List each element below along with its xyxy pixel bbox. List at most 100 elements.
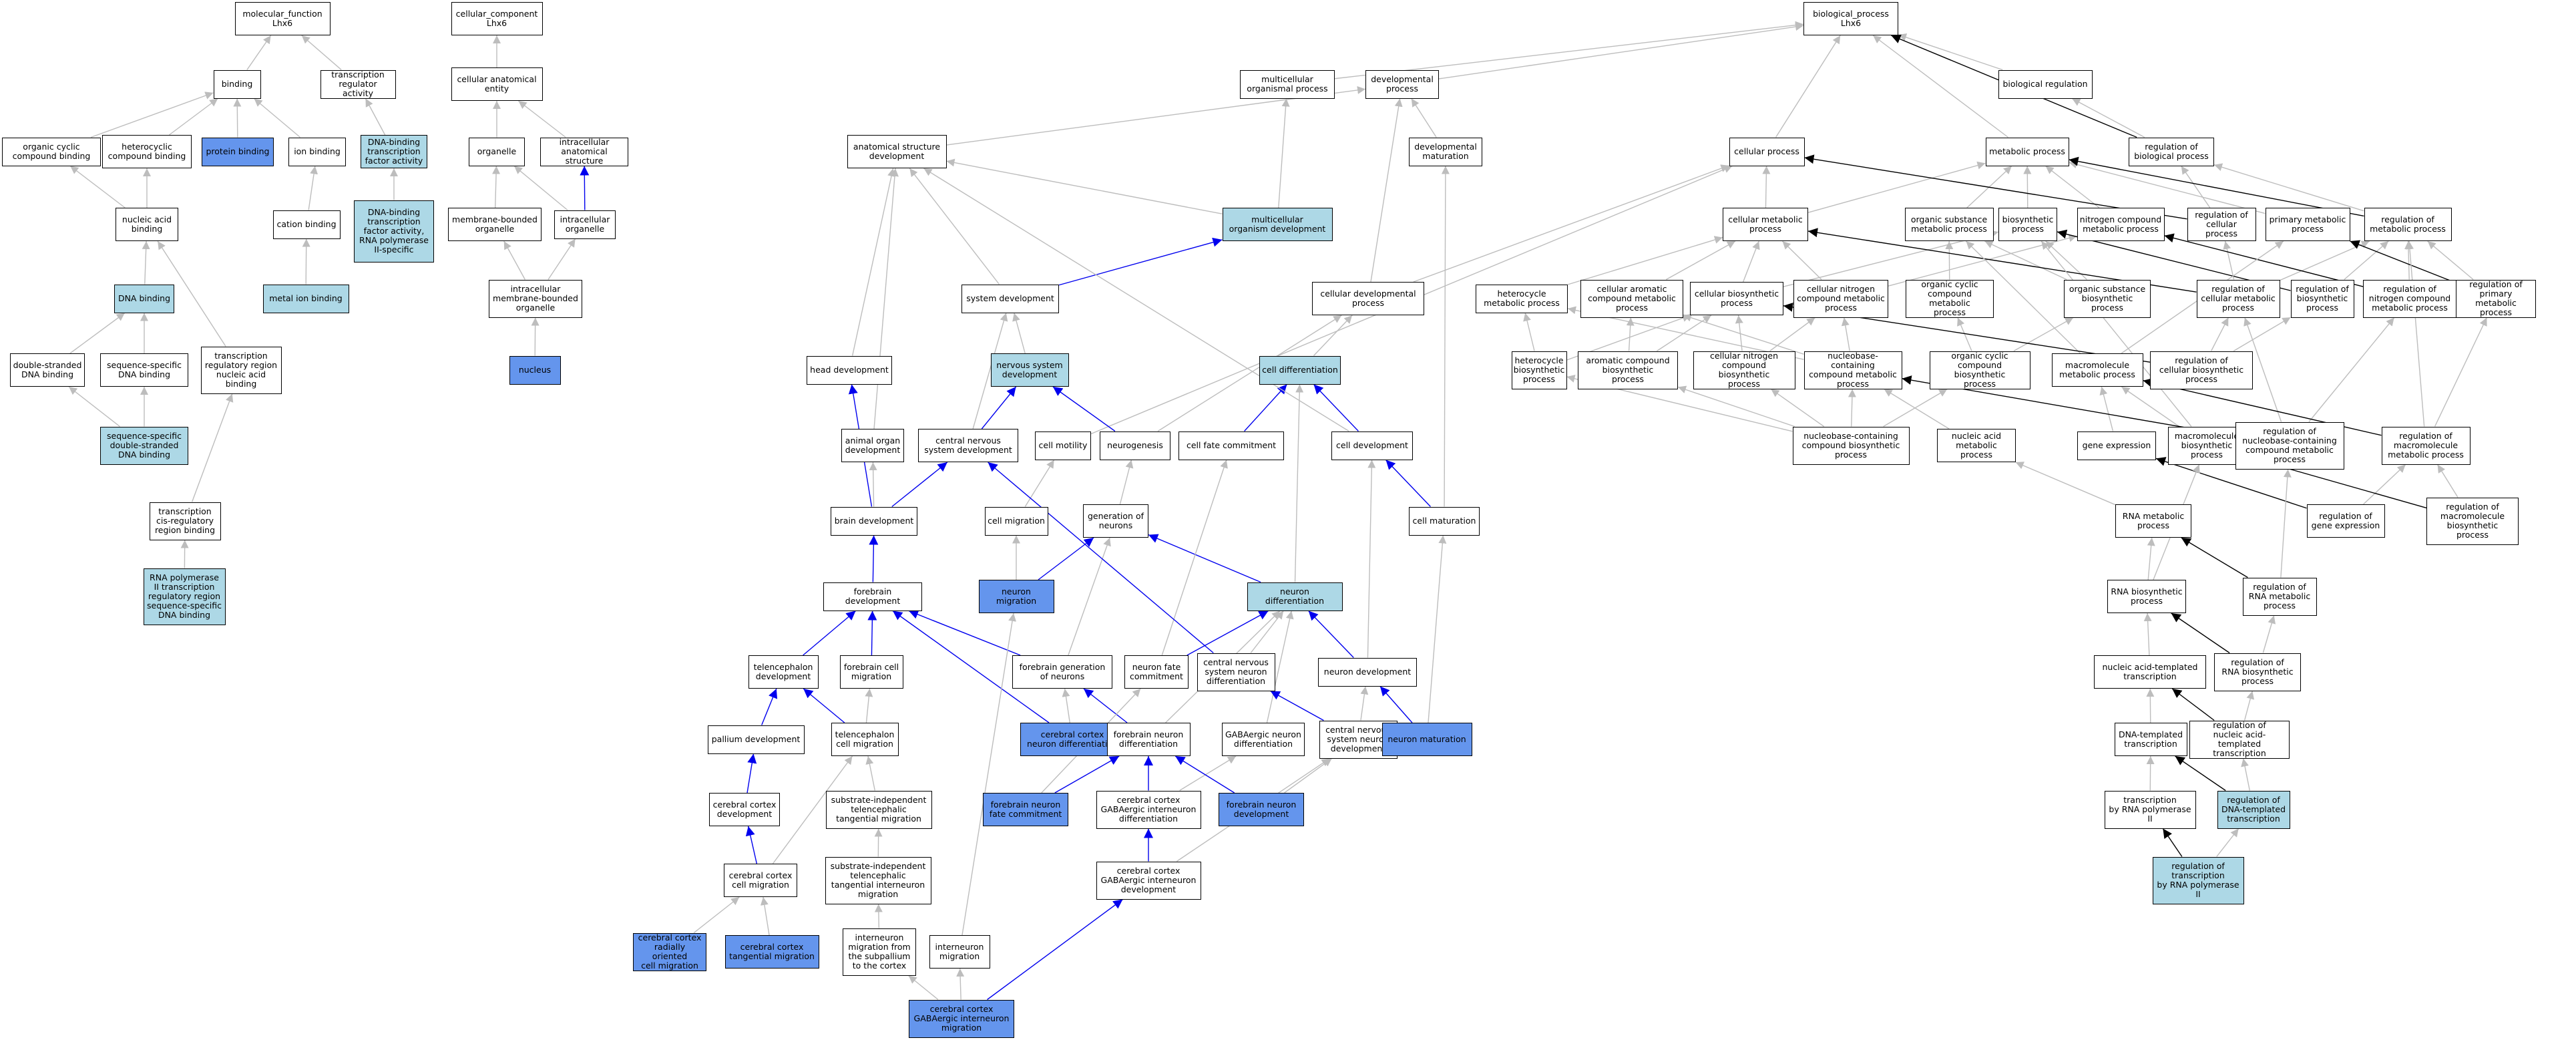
node-nucleic-acid-templated-transcription[interactable]: nucleic acid-templated transcription: [2094, 655, 2206, 689]
node-cell-maturation[interactable]: cell maturation: [1409, 506, 1480, 536]
node-forebrain-neuron-fate-commitment[interactable]: forebrain neuron fate commitment: [983, 793, 1068, 826]
node-heterocyclic-compound-binding[interactable]: heterocyclic compound binding: [102, 135, 192, 168]
node-animal-organ-development[interactable]: animal organ development: [841, 429, 904, 462]
node-double-stranded-dna-binding[interactable]: double-stranded DNA binding: [10, 353, 85, 387]
node-cell-motility[interactable]: cell motility: [1035, 431, 1091, 460]
node-cerebral-cortex-gabaergic-interneuron-migration[interactable]: cerebral cortex GABAergic interneuron mi…: [909, 999, 1014, 1038]
node-forebrain-generation-of-neurons[interactable]: forebrain generation of neurons: [1012, 655, 1112, 689]
node-cell-development[interactable]: cell development: [1331, 431, 1413, 460]
node-regulation-of-biological-process[interactable]: regulation of biological process: [2129, 137, 2214, 166]
node-aromatic-compound-biosynthetic-process[interactable]: aromatic compound biosynthetic process: [1578, 351, 1678, 389]
node-forebrain-development[interactable]: forebrain development: [823, 582, 922, 611]
node-nitrogen-compound-metabolic-process[interactable]: nitrogen compound metabolic process: [2077, 208, 2165, 241]
node-regulation-of-nitrogen-compound-metabolic-process[interactable]: regulation of nitrogen compound metaboli…: [2363, 279, 2456, 318]
node-cerebral-cortex-development[interactable]: cerebral cortex development: [709, 793, 780, 826]
node-biosynthetic-process[interactable]: biosynthetic process: [1998, 208, 2057, 241]
node-organic-cyclic-compound-biosynthetic-process[interactable]: organic cyclic compound biosynthetic pro…: [1929, 351, 2030, 389]
node-cellular-process[interactable]: cellular process: [1729, 137, 1805, 166]
node-regulation-of-rna-biosynthetic-process[interactable]: regulation of RNA biosynthetic process: [2214, 653, 2301, 691]
node-heterocycle-metabolic-process[interactable]: heterocycle metabolic process: [1476, 284, 1568, 313]
node-forebrain-neuron-development[interactable]: forebrain neuron development: [1219, 793, 1304, 826]
node-regulation-of-nucleobase-containing-compound-metabolic-process[interactable]: regulation of nucleobase-containing comp…: [2235, 421, 2344, 470]
node-substrate-independent-telencephalic-tangential-migration[interactable]: substrate-independent telencephalic tang…: [825, 790, 932, 829]
node-regulation-of-primary-metabolic-process[interactable]: regulation of primary metabolic process: [2456, 279, 2536, 318]
node-regulation-of-cellular-metabolic-process[interactable]: regulation of cellular metabolic process: [2196, 279, 2280, 318]
node-nucleobase-containing-compound-metabolic-process[interactable]: nucleobase-containing compound metabolic…: [1803, 351, 1902, 389]
node-transcription-regulator-activity[interactable]: transcription regulator activity: [320, 69, 396, 99]
node-cellular-aromatic-compound-metabolic-process[interactable]: cellular aromatic compound metabolic pro…: [1580, 279, 1683, 318]
node-anatomical-structure-development[interactable]: anatomical structure development: [847, 135, 947, 168]
node-sequence-specific-dna-binding[interactable]: sequence-specific DNA binding: [100, 353, 188, 387]
node-forebrain-neuron-differentiation[interactable]: forebrain neuron differentiation: [1106, 723, 1191, 756]
node-biological-process[interactable]: biological_process Lhx6: [1803, 2, 1898, 35]
node-central-nervous-system-development[interactable]: central nervous system development: [918, 429, 1018, 462]
node-dna-binding-tf-activity-pol2[interactable]: DNA-binding transcription factor activit…: [354, 200, 434, 263]
node-nucleobase-containing-compound-biosynthetic-process[interactable]: nucleobase-containing compound biosynthe…: [1792, 426, 1910, 465]
node-organic-substance-biosynthetic-process[interactable]: organic substance biosynthetic process: [2064, 279, 2151, 318]
node-cellular-nitrogen-compound-biosynthetic-process[interactable]: cellular nitrogen compound biosynthetic …: [1693, 351, 1795, 389]
node-dna-binding-tf-activity[interactable]: DNA-binding transcription factor activit…: [361, 135, 427, 168]
node-developmental-process[interactable]: developmental process: [1365, 69, 1439, 99]
node-head-development[interactable]: head development: [807, 355, 892, 385]
node-cellular-component[interactable]: cellular_component Lhx6: [451, 2, 543, 35]
node-transcription-by-rna-polymerase-ii[interactable]: transcription by RNA polymerase II: [2104, 790, 2196, 829]
node-interneuron-migration-from-subpallium-to-cortex[interactable]: interneuron migration from the subpalliu…: [843, 928, 916, 976]
node-intracellular-membrane-bounded-organelle[interactable]: intracellular membrane-bounded organelle: [489, 279, 582, 318]
node-ion-binding[interactable]: ion binding: [288, 137, 346, 166]
node-regulation-of-dna-templated-transcription[interactable]: regulation of DNA-templated transcriptio…: [2217, 790, 2290, 829]
node-gene-expression[interactable]: gene expression: [2077, 431, 2156, 460]
node-system-development[interactable]: system development: [961, 284, 1059, 313]
node-dna-templated-transcription[interactable]: DNA-templated transcription: [2114, 723, 2187, 756]
node-regulation-of-macromolecule-biosynthetic-process[interactable]: regulation of macromolecule biosynthetic…: [2426, 497, 2519, 545]
node-regulation-of-macromolecule-metabolic-process[interactable]: regulation of macromolecule metabolic pr…: [2381, 426, 2471, 465]
node-multicellular-organism-development[interactable]: multicellular organism development: [1222, 208, 1333, 241]
node-organic-substance-metabolic-process[interactable]: organic substance metabolic process: [1904, 208, 1994, 241]
node-forebrain-cell-migration[interactable]: forebrain cell migration: [839, 655, 903, 689]
node-cell-migration[interactable]: cell migration: [984, 506, 1048, 536]
node-cell-fate-commitment[interactable]: cell fate commitment: [1178, 431, 1284, 460]
node-organelle[interactable]: organelle: [469, 137, 525, 166]
node-cns-neuron-differentiation[interactable]: central nervous system neuron differenti…: [1197, 653, 1275, 691]
node-cerebral-cortex-gabaergic-interneuron-development[interactable]: cerebral cortex GABAergic interneuron de…: [1096, 861, 1201, 900]
node-nucleic-acid-binding[interactable]: nucleic acid binding: [116, 208, 178, 241]
node-transcription-regulatory-region-nucleic-acid-binding[interactable]: transcription regulatory region nucleic …: [200, 346, 282, 394]
node-binding[interactable]: binding: [213, 69, 261, 99]
node-cellular-anatomical-entity[interactable]: cellular anatomical entity: [451, 67, 543, 101]
node-metabolic-process[interactable]: metabolic process: [1985, 137, 2069, 166]
node-developmental-maturation[interactable]: developmental maturation: [1409, 137, 1482, 166]
node-dna-binding[interactable]: DNA binding: [114, 284, 174, 313]
node-cerebral-cortex-radially-oriented-cell-migration[interactable]: cerebral cortex radially oriented cell m…: [633, 932, 706, 971]
node-regulation-of-gene-expression[interactable]: regulation of gene expression: [2306, 504, 2385, 538]
node-gabaergic-neuron-differentiation[interactable]: GABAergic neuron differentiation: [1222, 723, 1305, 756]
node-heterocycle-biosynthetic-process[interactable]: heterocycle biosynthetic process: [1511, 351, 1567, 389]
node-interneuron-migration[interactable]: interneuron migration: [929, 935, 990, 969]
node-primary-metabolic-process[interactable]: primary metabolic process: [2265, 208, 2350, 241]
node-neurogenesis[interactable]: neurogenesis: [1100, 431, 1170, 460]
node-protein-binding[interactable]: protein binding: [202, 137, 274, 166]
node-regulation-of-rna-metabolic-process[interactable]: regulation of RNA metabolic process: [2242, 577, 2317, 616]
node-organic-cyclic-compound-metabolic-process[interactable]: organic cyclic compound metabolic proces…: [1906, 279, 1994, 318]
node-neuron-migration[interactable]: neuron migration: [978, 580, 1054, 613]
node-regulation-of-transcription-by-rna-polymerase-ii[interactable]: regulation of transcription by RNA polym…: [2152, 856, 2244, 904]
node-rna-pol2-regulatory-region-sequence-specific-dna-binding[interactable]: RNA polymerase II transcription regulato…: [143, 568, 226, 625]
node-neuron-maturation[interactable]: neuron maturation: [1381, 723, 1472, 756]
node-transcription-cis-regulatory-region-binding[interactable]: transcription cis-regulatory region bind…: [149, 502, 221, 540]
node-macromolecule-biosynthetic-process[interactable]: macromolecule biosynthetic process: [2168, 426, 2245, 465]
node-neuron-development[interactable]: neuron development: [1318, 657, 1417, 687]
node-pallium-development[interactable]: pallium development: [707, 725, 805, 754]
node-rna-biosynthetic-process[interactable]: RNA biosynthetic process: [2107, 580, 2186, 613]
node-metal-ion-binding[interactable]: metal ion binding: [262, 284, 349, 313]
node-nucleic-acid-metabolic-process[interactable]: nucleic acid metabolic process: [1937, 429, 2016, 462]
node-cerebral-cortex-tangential-migration[interactable]: cerebral cortex tangential migration: [724, 935, 819, 969]
node-nucleus[interactable]: nucleus: [509, 355, 561, 385]
node-regulation-of-nucleic-acid-templated-transcription[interactable]: regulation of nucleic acid-templated tra…: [2189, 720, 2290, 759]
node-biological-regulation[interactable]: biological regulation: [1998, 69, 2093, 99]
node-cellular-metabolic-process[interactable]: cellular metabolic process: [1723, 208, 1808, 241]
node-nervous-system-development[interactable]: nervous system development: [990, 353, 1069, 387]
node-organic-cyclic-compound-binding[interactable]: organic cyclic compound binding: [2, 137, 101, 166]
node-regulation-of-biosynthetic-process[interactable]: regulation of biosynthetic process: [2290, 279, 2354, 318]
node-macromolecule-metabolic-process[interactable]: macromolecule metabolic process: [2051, 353, 2143, 387]
node-neuron-fate-commitment[interactable]: neuron fate commitment: [1124, 655, 1189, 689]
node-intracellular-organelle[interactable]: intracellular organelle: [554, 210, 616, 239]
node-generation-of-neurons[interactable]: generation of neurons: [1083, 504, 1148, 538]
